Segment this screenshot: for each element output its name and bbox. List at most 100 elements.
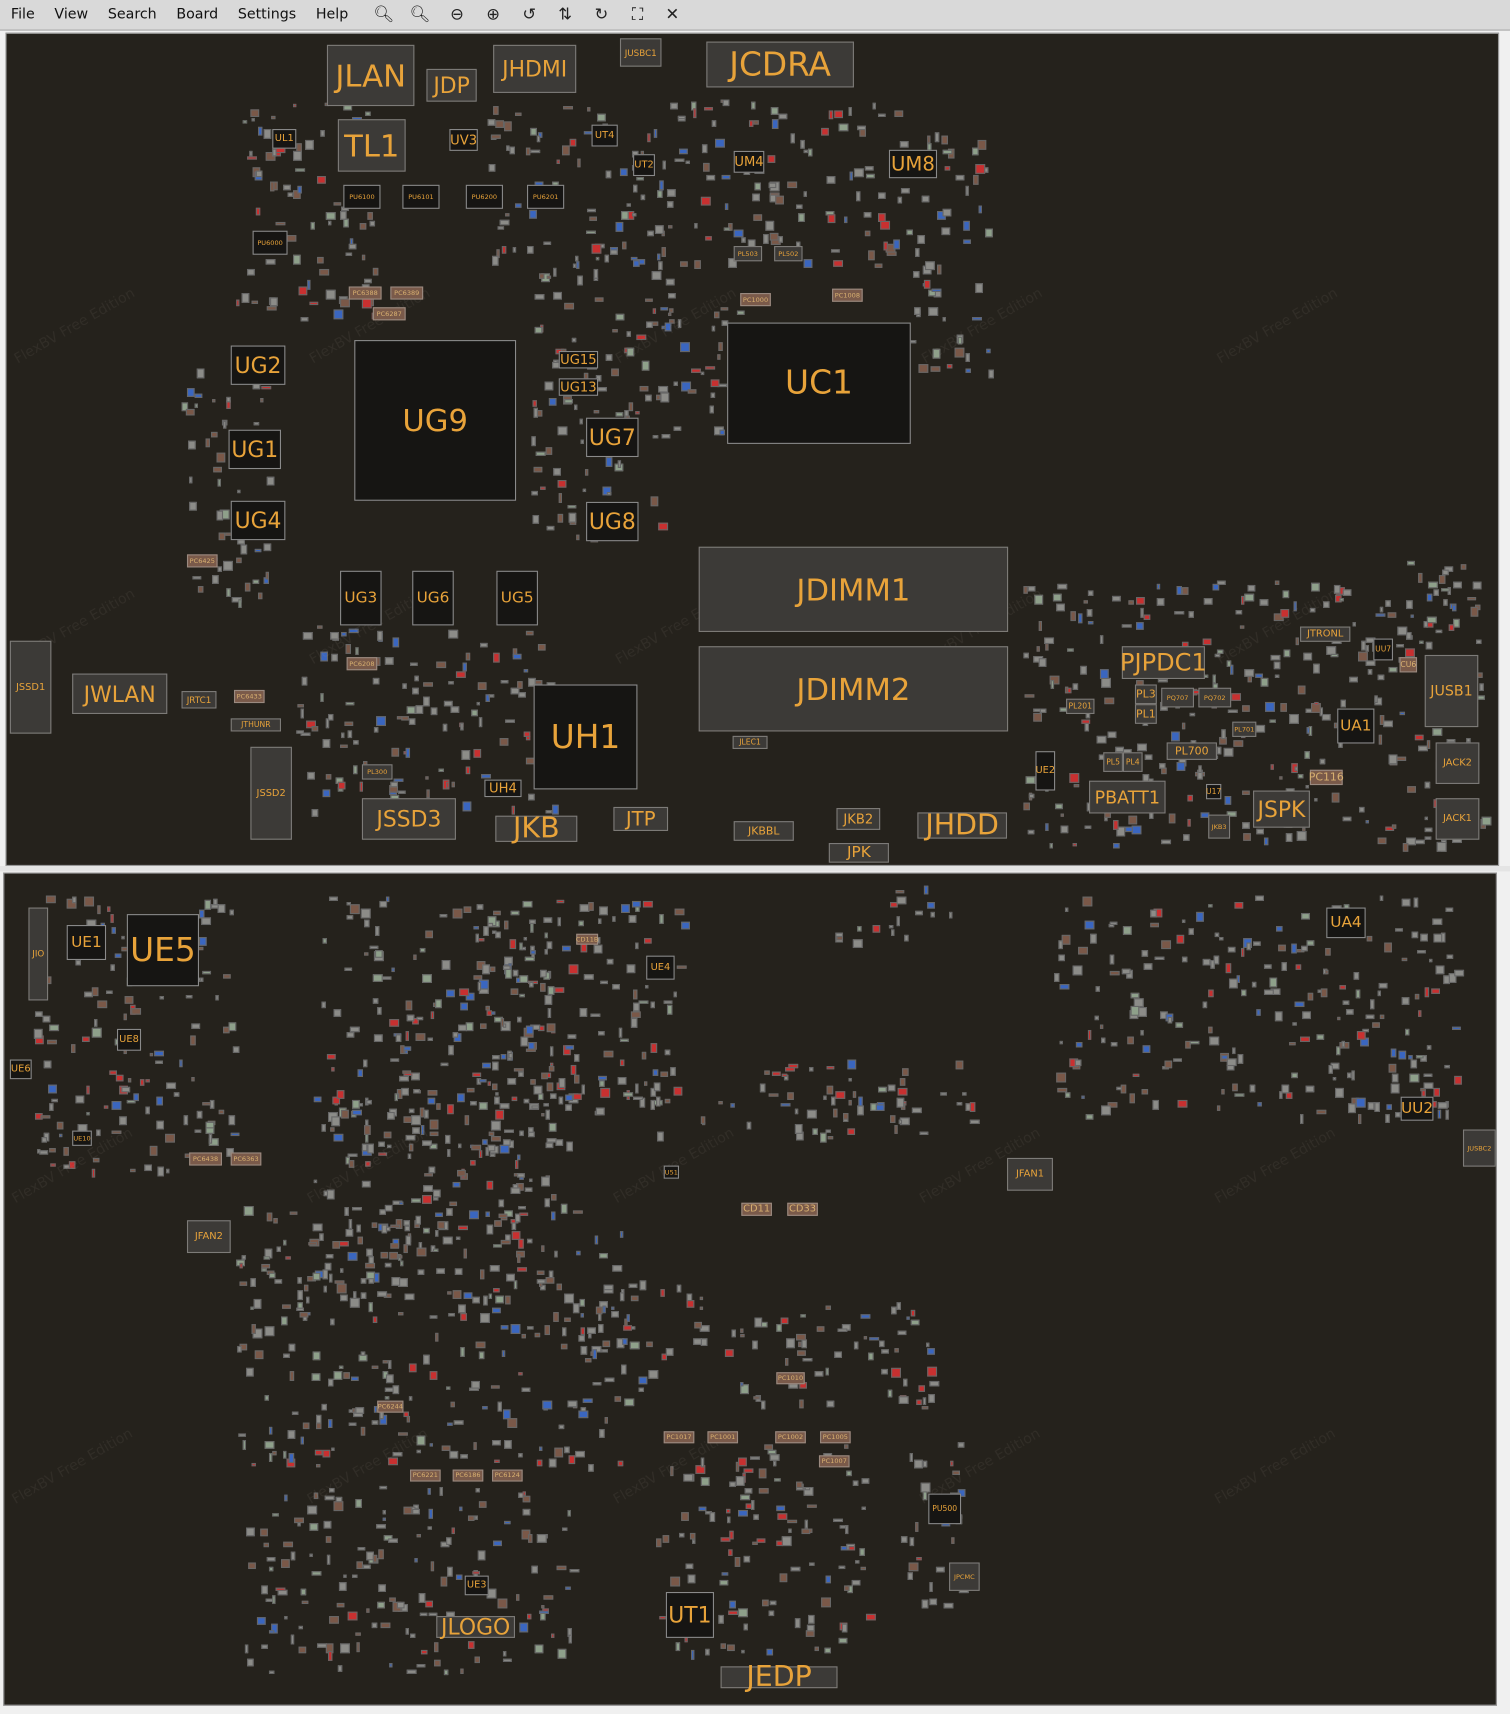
smd-part[interactable] bbox=[515, 112, 522, 116]
smd-part[interactable] bbox=[558, 493, 562, 504]
smd-part[interactable] bbox=[603, 1050, 614, 1057]
smd-part[interactable] bbox=[848, 106, 853, 116]
smd-part[interactable] bbox=[1431, 988, 1440, 995]
smd-part[interactable] bbox=[984, 228, 993, 238]
smd-part[interactable] bbox=[312, 1351, 321, 1361]
smd-part[interactable] bbox=[546, 1276, 555, 1284]
smd-part[interactable] bbox=[1328, 1064, 1333, 1074]
smd-part[interactable] bbox=[471, 709, 479, 716]
smd-part[interactable] bbox=[932, 288, 942, 293]
smd-part[interactable] bbox=[578, 1335, 585, 1342]
smd-part[interactable] bbox=[557, 426, 568, 436]
smd-part[interactable] bbox=[223, 560, 234, 571]
smd-part[interactable] bbox=[1406, 600, 1414, 610]
smd-part[interactable] bbox=[361, 1181, 371, 1188]
smd-part[interactable] bbox=[942, 208, 952, 216]
component-jpcmc[interactable]: JPCMC bbox=[949, 1562, 980, 1591]
smd-part[interactable] bbox=[43, 1060, 52, 1068]
smd-part[interactable] bbox=[575, 260, 579, 269]
smd-part[interactable] bbox=[1207, 904, 1213, 908]
smd-part[interactable] bbox=[214, 995, 219, 1001]
smd-part[interactable] bbox=[1220, 1089, 1225, 1095]
smd-part[interactable] bbox=[921, 1406, 929, 1410]
smd-part[interactable] bbox=[554, 1251, 558, 1258]
smd-part[interactable] bbox=[1232, 1047, 1237, 1055]
smd-part[interactable] bbox=[428, 1509, 434, 1519]
smd-part[interactable] bbox=[781, 1074, 787, 1078]
smd-part[interactable] bbox=[1234, 1093, 1245, 1098]
smd-part[interactable] bbox=[518, 1372, 523, 1376]
smd-part[interactable] bbox=[1176, 585, 1182, 595]
smd-part[interactable] bbox=[1225, 962, 1232, 973]
smd-part[interactable] bbox=[284, 1616, 288, 1620]
smd-part[interactable] bbox=[725, 203, 729, 211]
smd-part[interactable] bbox=[942, 317, 946, 322]
smd-part[interactable] bbox=[1064, 1092, 1070, 1099]
smd-part[interactable] bbox=[434, 999, 442, 1008]
smd-part[interactable] bbox=[497, 1402, 503, 1412]
smd-part[interactable] bbox=[479, 1350, 485, 1359]
smd-part[interactable] bbox=[660, 393, 670, 403]
smd-part[interactable] bbox=[1319, 758, 1325, 765]
smd-part[interactable] bbox=[217, 566, 223, 572]
smd-part[interactable] bbox=[701, 143, 707, 153]
smd-part[interactable] bbox=[488, 164, 496, 172]
smd-part[interactable] bbox=[268, 1670, 275, 1675]
smd-part[interactable] bbox=[373, 1555, 378, 1563]
smd-part[interactable] bbox=[309, 301, 318, 305]
smd-part[interactable] bbox=[971, 317, 982, 321]
smd-part[interactable] bbox=[493, 910, 501, 916]
smd-part[interactable] bbox=[244, 1644, 249, 1654]
smd-part[interactable] bbox=[586, 107, 590, 112]
smd-part[interactable] bbox=[320, 652, 328, 662]
smd-part[interactable] bbox=[530, 949, 537, 955]
smd-part[interactable] bbox=[659, 913, 664, 924]
smd-part[interactable] bbox=[1443, 599, 1448, 607]
smd-part[interactable] bbox=[632, 989, 638, 1000]
smd-part[interactable] bbox=[1173, 1058, 1183, 1062]
smd-part[interactable] bbox=[394, 1093, 399, 1101]
component-pl701[interactable]: PL701 bbox=[1232, 721, 1257, 737]
smd-part[interactable] bbox=[223, 973, 232, 979]
smd-part[interactable] bbox=[733, 229, 744, 238]
smd-part[interactable] bbox=[344, 1228, 353, 1237]
smd-part[interactable] bbox=[35, 1011, 44, 1018]
smd-part[interactable] bbox=[1251, 982, 1256, 988]
smd-part[interactable] bbox=[553, 468, 562, 477]
smd-part[interactable] bbox=[1365, 660, 1376, 667]
smd-part[interactable] bbox=[283, 1541, 294, 1547]
smd-part[interactable] bbox=[540, 1612, 546, 1621]
smd-part[interactable] bbox=[867, 1352, 874, 1361]
smd-part[interactable] bbox=[1417, 950, 1427, 954]
smd-part[interactable] bbox=[286, 235, 296, 242]
smd-part[interactable] bbox=[638, 1376, 648, 1385]
smd-part[interactable] bbox=[820, 1132, 827, 1143]
smd-part[interactable] bbox=[553, 986, 564, 993]
smd-part[interactable] bbox=[450, 1401, 455, 1408]
smd-part[interactable] bbox=[567, 1034, 577, 1040]
smd-part[interactable] bbox=[1212, 674, 1216, 683]
smd-part[interactable] bbox=[1279, 1090, 1283, 1099]
smd-part[interactable] bbox=[927, 1348, 935, 1355]
smd-part[interactable] bbox=[428, 1612, 438, 1616]
smd-part[interactable] bbox=[855, 1559, 860, 1564]
smd-part[interactable] bbox=[790, 133, 795, 144]
smd-part[interactable] bbox=[918, 363, 929, 373]
smd-part[interactable] bbox=[1256, 1008, 1261, 1016]
component-pl503[interactable]: PL503 bbox=[733, 246, 763, 262]
smd-part[interactable] bbox=[1140, 1029, 1144, 1036]
smd-part[interactable] bbox=[1452, 618, 1460, 628]
smd-part[interactable] bbox=[633, 184, 638, 192]
smd-part[interactable] bbox=[656, 1096, 661, 1107]
smd-part[interactable] bbox=[347, 730, 352, 739]
smd-part[interactable] bbox=[901, 1536, 908, 1543]
smd-part[interactable] bbox=[803, 149, 808, 154]
smd-part[interactable] bbox=[1281, 1084, 1289, 1094]
smd-part[interactable] bbox=[256, 1616, 266, 1625]
smd-part[interactable] bbox=[897, 1088, 908, 1097]
smd-part[interactable] bbox=[395, 1034, 402, 1043]
smd-part[interactable] bbox=[347, 1153, 358, 1157]
smd-part[interactable] bbox=[145, 1078, 150, 1083]
smd-part[interactable] bbox=[761, 1400, 766, 1410]
smd-part[interactable] bbox=[632, 900, 642, 908]
